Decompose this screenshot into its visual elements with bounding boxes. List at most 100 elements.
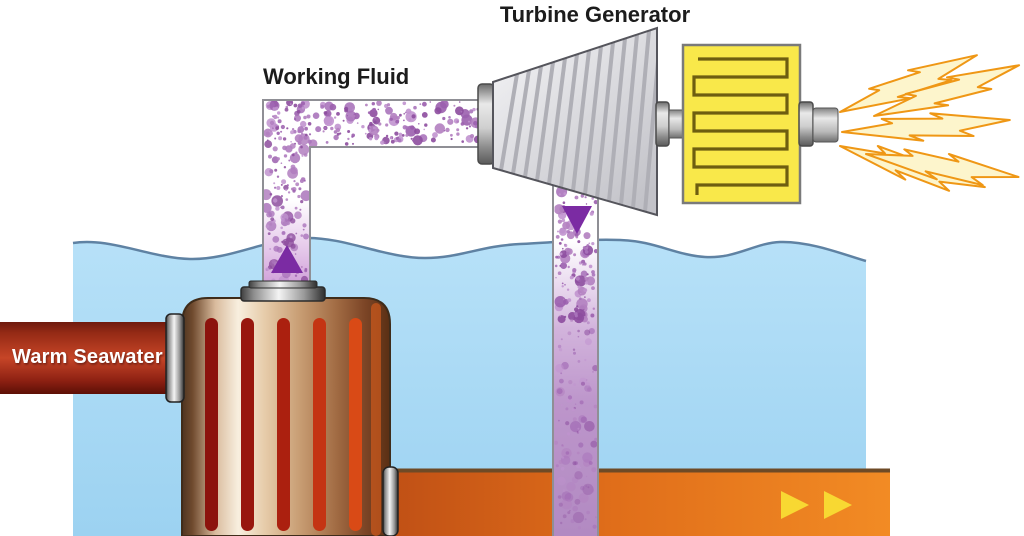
fluid-bubble xyxy=(576,451,580,455)
fluid-bubble xyxy=(274,106,279,111)
fluid-bubble xyxy=(315,126,322,133)
fluid-bubble xyxy=(270,217,275,222)
fluid-bubble xyxy=(325,141,329,144)
fluid-bubble xyxy=(300,190,312,202)
fluid-bubble xyxy=(581,381,585,386)
fluid-bubble xyxy=(577,427,580,430)
fluid-bubble xyxy=(557,271,562,276)
fluid-bubble xyxy=(401,134,405,137)
fluid-bubble xyxy=(347,130,351,133)
fluid-bubble xyxy=(295,182,300,187)
fluid-bubble xyxy=(593,249,597,254)
fluid-bubble xyxy=(554,204,565,215)
fluid-bubble xyxy=(277,116,280,119)
electricity-bolt-icon xyxy=(873,64,1021,117)
fluid-bubble xyxy=(284,237,294,248)
fluid-bubble xyxy=(265,267,270,272)
electricity-bolt-icon xyxy=(841,112,1011,142)
fluid-bubble xyxy=(346,115,349,117)
fluid-bubble xyxy=(344,142,349,146)
fluid-bubble xyxy=(592,307,595,310)
fluid-bubble xyxy=(456,120,459,123)
fluid-bubble xyxy=(586,321,590,325)
fluid-bubble xyxy=(566,288,570,291)
fluid-bubble xyxy=(580,416,588,423)
fluid-bubble xyxy=(565,407,569,411)
fluid-bubble xyxy=(558,242,562,245)
fluid-bubble xyxy=(280,124,285,130)
fluid-bubble xyxy=(301,154,304,157)
fluid-bubble xyxy=(560,404,563,407)
fluid-bubble xyxy=(567,331,572,336)
fluid-bubble xyxy=(430,137,436,143)
fluid-bubble xyxy=(402,125,407,130)
fluid-bubble xyxy=(284,107,289,112)
fluid-bubble xyxy=(585,246,589,249)
fluid-bubble xyxy=(572,268,577,273)
fluid-bubble xyxy=(323,111,328,115)
fluid-bubble xyxy=(356,122,359,124)
flow-arrow-down-icon xyxy=(562,206,592,234)
fluid-bubble xyxy=(322,130,325,133)
fluid-bubble xyxy=(576,305,579,308)
fluid-bubble xyxy=(591,273,596,277)
fluid-bubble xyxy=(372,107,377,112)
fluid-bubble xyxy=(269,248,272,250)
fluid-bubble xyxy=(586,244,590,247)
fluid-bubble xyxy=(576,464,580,469)
fluid-bubble xyxy=(588,328,595,335)
fluid-bubble xyxy=(271,127,274,130)
fluid-bubble xyxy=(272,107,276,111)
fluid-bubble xyxy=(364,132,367,135)
fluid-bubble xyxy=(283,154,288,158)
fluid-bubble xyxy=(269,120,275,125)
fluid-bubble xyxy=(405,125,417,137)
fluid-bubble xyxy=(560,521,563,525)
fluid-bubble xyxy=(405,111,417,123)
fluid-bubble xyxy=(565,421,570,426)
fluid-bubble xyxy=(562,514,567,519)
electricity-bolt-icon xyxy=(839,54,978,113)
fluid-bubble xyxy=(265,131,270,136)
fluid-bubble xyxy=(297,103,303,108)
fluid-bubble xyxy=(368,137,373,141)
electricity-bolts xyxy=(839,54,1021,192)
fluid-bubble xyxy=(560,262,567,269)
fluid-bubble xyxy=(581,259,586,264)
fluid-bubble xyxy=(472,107,476,112)
fluid-bubble xyxy=(277,119,282,124)
fluid-bubble xyxy=(275,126,280,130)
fluid-bubble xyxy=(585,203,588,205)
fluid-bubble xyxy=(352,114,356,118)
turbine-stripe xyxy=(511,69,531,175)
fluid-bubble xyxy=(324,126,327,130)
fluid-bubble xyxy=(577,360,581,363)
fluid-bubble xyxy=(273,245,280,252)
fluid-bubble xyxy=(584,196,587,199)
fluid-bubble xyxy=(469,109,474,114)
fluid-bubble xyxy=(273,114,278,120)
fluid-bubble xyxy=(389,136,393,140)
fluid-bubble xyxy=(592,524,597,529)
fluid-bubble xyxy=(402,101,407,106)
fluid-bubble xyxy=(460,122,465,126)
fluid-bubble xyxy=(559,227,567,236)
fluid-bubble xyxy=(585,379,588,381)
fluid-bubble xyxy=(339,132,342,135)
evaporator-boiler xyxy=(181,297,391,536)
fluid-bubble xyxy=(312,112,320,119)
fluid-bubble xyxy=(584,296,586,298)
fluid-bubble xyxy=(299,208,302,211)
generator-housing xyxy=(681,43,802,205)
fluid-bubble xyxy=(390,139,395,144)
fluid-bubble xyxy=(301,106,305,110)
fluid-bubble xyxy=(276,175,280,178)
fluid-bubble xyxy=(408,118,412,122)
fluid-bubble xyxy=(579,297,582,301)
fluid-bubble xyxy=(591,286,595,290)
fluid-bubble xyxy=(294,253,297,255)
fluid-bubble xyxy=(571,476,579,484)
fluid-bubble xyxy=(268,210,275,217)
boiler-edge-highlight xyxy=(371,303,381,536)
